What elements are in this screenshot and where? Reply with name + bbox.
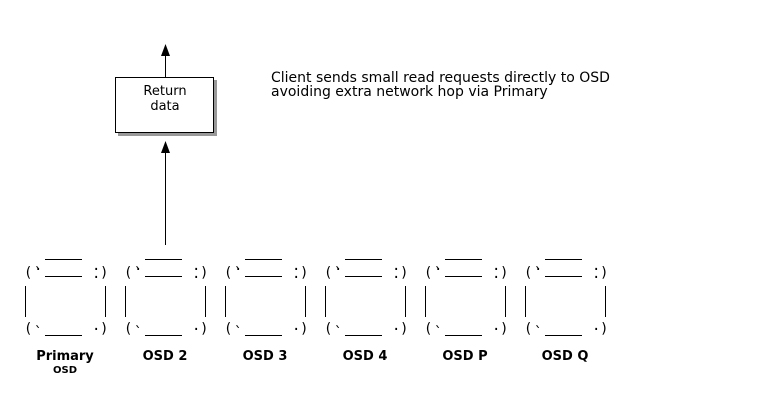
- osd-cylinder-4: ..(`.)(`.): [324, 258, 408, 341]
- cyl-dot: .: [392, 258, 400, 274]
- cyl-dot: .: [592, 318, 600, 334]
- cyl-dot: .: [392, 318, 400, 334]
- arrow-up-bottom: [161, 141, 170, 245]
- cyl-dot: .: [434, 258, 442, 274]
- cyl-dot: .: [92, 318, 100, 334]
- cyl-tick: `: [534, 325, 542, 341]
- return-data-line1: Return: [143, 84, 187, 99]
- osd-label-2: OSD 2: [142, 349, 188, 364]
- cyl-paren: ): [300, 265, 308, 281]
- cyl-dot: .: [292, 266, 300, 282]
- cyl-dot: .: [592, 258, 600, 274]
- cyl-dot: .: [92, 266, 100, 282]
- cyl-tick: `: [534, 266, 542, 282]
- cyl-tick: `: [134, 325, 142, 341]
- osd-cylinders: ..(`.)(`.)..(`.)(`.)..(`.)(`.)..(`.)(`.)…: [24, 258, 608, 341]
- osd-cylinder-p: ..(`.)(`.): [424, 258, 508, 341]
- cyl-tick: `: [34, 266, 42, 282]
- cyl-paren: (: [24, 265, 32, 281]
- cyl-dot: .: [492, 258, 500, 274]
- osd-sublabel-primary: OSD: [52, 365, 77, 376]
- cyl-paren: ): [600, 265, 608, 281]
- return-data-label: Return data: [116, 84, 214, 114]
- cyl-paren: (: [524, 321, 532, 337]
- cyl-paren: ): [600, 321, 608, 337]
- cyl-dot: .: [334, 258, 342, 274]
- cyl-dot: .: [134, 258, 142, 274]
- cyl-paren: (: [124, 321, 132, 337]
- cyl-dot: .: [492, 266, 500, 282]
- cyl-paren: ): [500, 321, 508, 337]
- cyl-tick: `: [334, 325, 342, 341]
- cyl-tick: `: [334, 266, 342, 282]
- cyl-tick: `: [234, 266, 242, 282]
- cyl-paren: ): [400, 265, 408, 281]
- return-data-line2: data: [150, 99, 180, 114]
- cyl-paren: ): [400, 321, 408, 337]
- osd-label-q: OSD Q: [541, 349, 589, 364]
- cyl-paren: (: [424, 321, 432, 337]
- note-line1: Client sends small read requests directl…: [271, 70, 610, 86]
- cyl-dot: .: [192, 258, 200, 274]
- cyl-paren: ): [100, 321, 108, 337]
- cyl-tick: `: [34, 325, 42, 341]
- osd-cylinder-primary: ..(`.)(`.): [24, 258, 108, 341]
- osd-label-4: OSD 4: [342, 349, 388, 364]
- cyl-paren: ): [500, 265, 508, 281]
- osd-cylinder-3: ..(`.)(`.): [224, 258, 308, 341]
- osd-label-p: OSD P: [442, 349, 488, 364]
- cyl-tick: `: [134, 266, 142, 282]
- cyl-paren: ): [300, 321, 308, 337]
- cyl-dot: .: [592, 266, 600, 282]
- cyl-paren: (: [324, 321, 332, 337]
- cyl-dot: .: [192, 266, 200, 282]
- osd-label-primary: Primary: [36, 349, 94, 364]
- cyl-paren: (: [224, 321, 232, 337]
- cyl-dot: .: [292, 318, 300, 334]
- cyl-paren: (: [324, 265, 332, 281]
- cyl-tick: `: [434, 266, 442, 282]
- cyl-dot: .: [392, 266, 400, 282]
- cyl-dot: .: [292, 258, 300, 274]
- cyl-paren: (: [524, 265, 532, 281]
- note-line2: avoiding extra network hop via Primary: [271, 84, 548, 100]
- cyl-paren: (: [424, 265, 432, 281]
- osd-label-3: OSD 3: [242, 349, 288, 364]
- cyl-dot: .: [192, 318, 200, 334]
- cyl-tick: `: [434, 325, 442, 341]
- cyl-dot: .: [92, 258, 100, 274]
- cyl-paren: ): [200, 321, 208, 337]
- cyl-paren: ): [200, 265, 208, 281]
- cyl-dot: .: [234, 258, 242, 274]
- cyl-dot: .: [34, 258, 42, 274]
- arrow-up-top: [161, 44, 170, 77]
- cyl-dot: .: [492, 318, 500, 334]
- cyl-paren: ): [100, 265, 108, 281]
- osd-cylinder-q: ..(`.)(`.): [524, 258, 608, 341]
- cyl-paren: (: [224, 265, 232, 281]
- osd-cylinder-2: ..(`.)(`.): [124, 258, 208, 341]
- cyl-tick: `: [234, 325, 242, 341]
- cyl-paren: (: [124, 265, 132, 281]
- diagram-note: Client sends small read requests directl…: [271, 71, 610, 99]
- return-data-box: [115, 77, 214, 133]
- cyl-paren: (: [24, 321, 32, 337]
- cyl-dot: .: [534, 258, 542, 274]
